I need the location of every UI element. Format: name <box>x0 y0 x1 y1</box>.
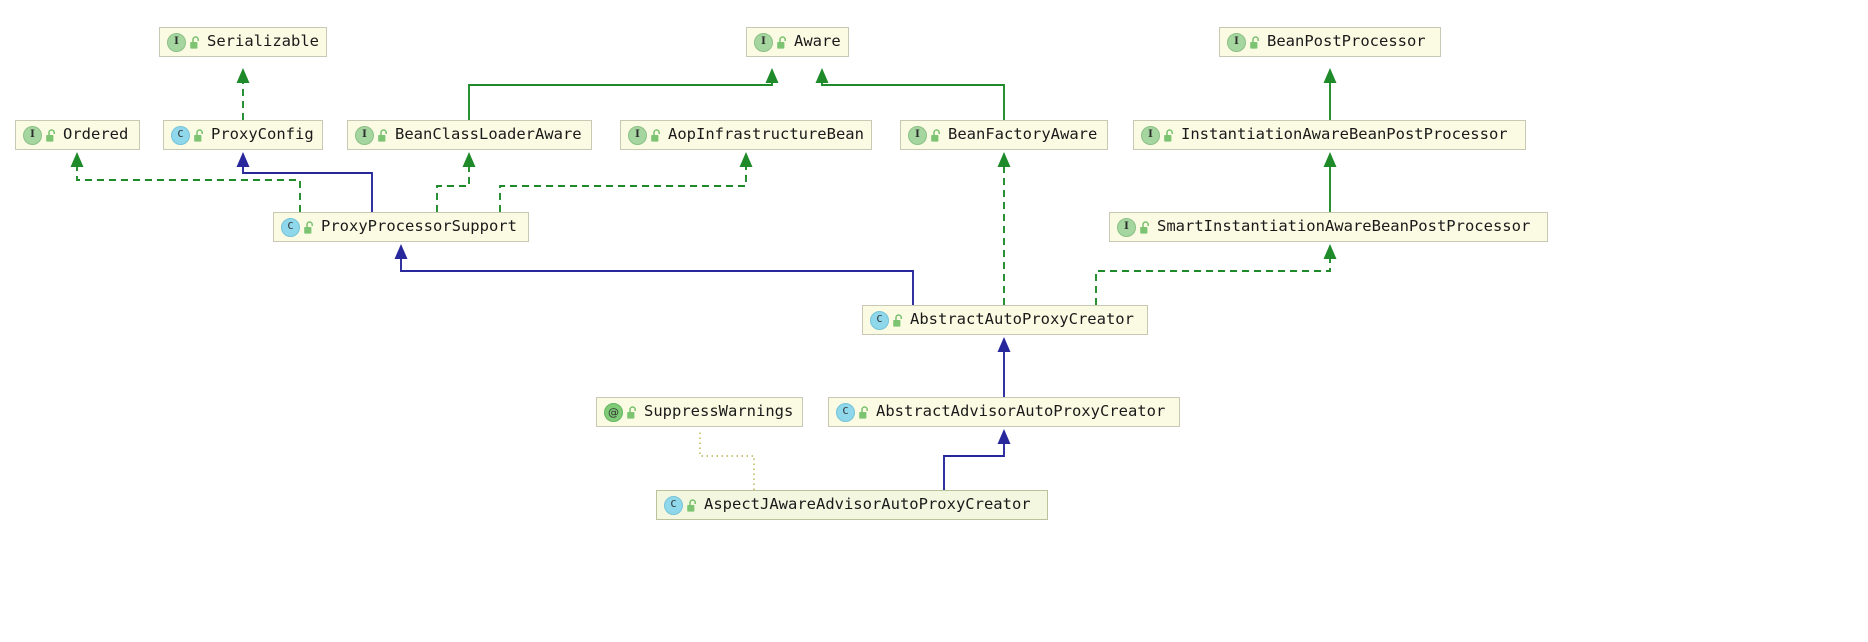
uml-edge-e2-implements <box>70 152 301 212</box>
arrowhead <box>1323 68 1337 83</box>
uml-node-label: ProxyProcessorSupport <box>321 217 517 236</box>
lock-icon <box>45 128 57 142</box>
uml-node-label: AbstractAutoProxyCreator <box>910 310 1134 329</box>
interface-icon: I <box>167 32 186 52</box>
arrowhead <box>739 152 753 167</box>
lock-icon <box>686 498 698 512</box>
lock-icon <box>626 405 638 419</box>
interface-icon: I <box>355 125 374 145</box>
arrowhead <box>997 337 1011 352</box>
uml-node-aapc[interactable]: C AbstractAutoProxyCreator <box>862 305 1148 335</box>
arrowhead <box>394 244 408 259</box>
uml-node-label: AopInfrastructureBean <box>668 125 864 144</box>
uml-edge-e7-extends-interface <box>815 68 1005 120</box>
annotation-icon: @ <box>604 402 623 422</box>
uml-node-label: ProxyConfig <box>211 125 314 144</box>
lock-icon <box>377 128 389 142</box>
interface-icon: I <box>628 125 647 145</box>
arrowhead <box>70 152 84 167</box>
class-icon: C <box>870 310 889 330</box>
uml-edge-e10-extends-class <box>394 244 914 305</box>
uml-edge-e11-implements <box>997 152 1011 305</box>
uml-node-label: Ordered <box>63 125 129 144</box>
uml-node-label: BeanFactoryAware <box>948 125 1098 144</box>
arrowhead <box>765 68 779 83</box>
uml-node-suppresswarn[interactable]: @ SuppressWarnings <box>596 397 803 427</box>
uml-node-label: SuppressWarnings <box>644 402 794 421</box>
lock-icon <box>1163 128 1175 142</box>
arrowhead <box>236 68 250 83</box>
uml-node-label: BeanPostProcessor <box>1267 32 1426 51</box>
interface-icon: I <box>1227 32 1246 52</box>
class-icon: C <box>171 125 190 145</box>
uml-node-aware[interactable]: I Aware <box>746 27 849 57</box>
interface-icon: I <box>754 32 773 52</box>
lock-icon <box>858 405 870 419</box>
uml-edge-e3-extends-class <box>236 152 373 212</box>
arrowhead <box>236 152 250 167</box>
uml-node-aopinfra[interactable]: I AopInfrastructureBean <box>620 120 872 150</box>
uml-node-label: Serializable <box>207 32 319 51</box>
uml-edge-e15-annotated-by <box>699 429 755 490</box>
uml-edge-e8-extends-interface <box>1323 68 1337 120</box>
uml-node-aaapc[interactable]: C AbstractAdvisorAutoProxyCreator <box>828 397 1180 427</box>
uml-edge-e6-extends-interface <box>468 68 779 120</box>
uml-node-serializable[interactable]: I Serializable <box>159 27 327 57</box>
uml-node-pps[interactable]: C ProxyProcessorSupport <box>273 212 529 242</box>
interface-icon: I <box>908 125 927 145</box>
uml-node-label: BeanClassLoaderAware <box>395 125 582 144</box>
lock-icon <box>930 128 942 142</box>
arrowhead <box>997 429 1011 444</box>
uml-node-label: SmartInstantiationAwareBeanPostProcessor <box>1157 217 1531 236</box>
lock-icon <box>303 220 315 234</box>
uml-node-bfaware[interactable]: I BeanFactoryAware <box>900 120 1108 150</box>
uml-node-label: InstantiationAwareBeanPostProcessor <box>1181 125 1508 144</box>
arrowhead <box>1323 152 1337 167</box>
interface-icon: I <box>23 125 42 145</box>
lock-icon <box>776 35 788 49</box>
interface-icon: I <box>1117 217 1136 237</box>
uml-edge-e1-implements <box>236 68 250 120</box>
uml-edge-e5-implements <box>499 152 753 212</box>
uml-edge-e12-implements <box>1095 244 1337 305</box>
uml-edge-e9-extends-interface <box>1323 152 1337 212</box>
interface-icon: I <box>1141 125 1160 145</box>
arrowhead <box>815 68 829 83</box>
class-icon: C <box>836 402 855 422</box>
arrowhead <box>462 152 476 167</box>
class-icon: C <box>664 495 683 515</box>
uml-node-ordered[interactable]: I Ordered <box>15 120 140 150</box>
uml-node-label: AspectJAwareAdvisorAutoProxyCreator <box>704 495 1031 514</box>
uml-node-beanpost[interactable]: I BeanPostProcessor <box>1219 27 1441 57</box>
uml-node-iabpp[interactable]: I InstantiationAwareBeanPostProcessor <box>1133 120 1526 150</box>
arrowhead <box>1323 244 1337 259</box>
arrowhead <box>997 152 1011 167</box>
lock-icon <box>189 35 201 49</box>
uml-node-proxyconfig[interactable]: C ProxyConfig <box>163 120 323 150</box>
uml-node-siabpp[interactable]: I SmartInstantiationAwareBeanPostProcesso… <box>1109 212 1548 242</box>
lock-icon <box>1139 220 1151 234</box>
class-icon: C <box>281 217 300 237</box>
uml-edge-e4-implements <box>436 152 476 212</box>
lock-icon <box>193 128 205 142</box>
lock-icon <box>1249 35 1261 49</box>
uml-edge-e14-extends-class <box>943 429 1011 490</box>
uml-node-label: AbstractAdvisorAutoProxyCreator <box>876 402 1166 421</box>
uml-node-label: Aware <box>794 32 841 51</box>
lock-icon <box>892 313 904 327</box>
uml-edge-e13-extends-class <box>997 337 1011 397</box>
uml-node-ajaapc[interactable]: C AspectJAwareAdvisorAutoProxyCreator <box>656 490 1048 520</box>
uml-node-bclaware[interactable]: I BeanClassLoaderAware <box>347 120 592 150</box>
lock-icon <box>650 128 662 142</box>
